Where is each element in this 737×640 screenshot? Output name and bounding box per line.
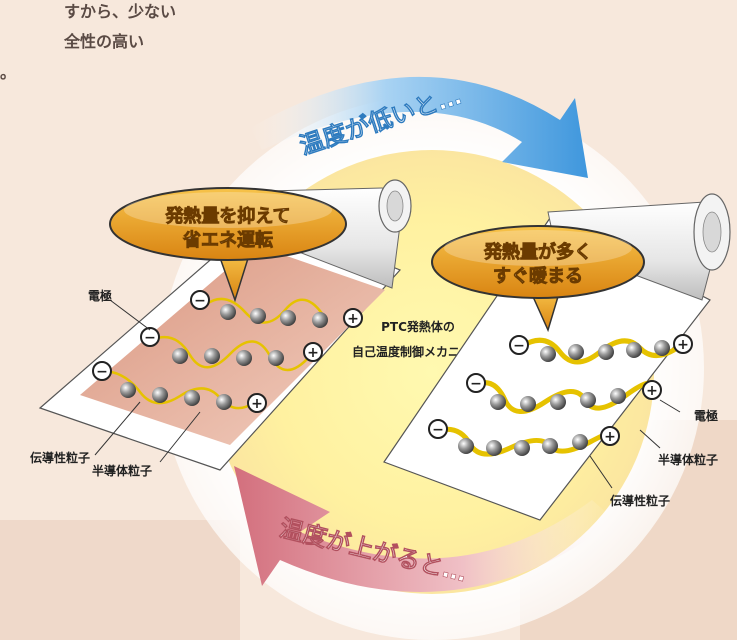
left-callout-electrode: 電極 xyxy=(88,288,112,303)
right-bubble-line1: 発熱量が多く xyxy=(483,241,592,263)
svg-text:+: + xyxy=(251,396,263,412)
left-bubble-line2: 省エネ運転 xyxy=(182,229,273,251)
center-label-line1: PTC発熱体の xyxy=(381,319,455,334)
left-bubble-line1: 発熱量を抑えて xyxy=(164,205,290,227)
svg-text:+: + xyxy=(347,311,359,327)
left-callout-semiconductor: 半導体粒子 xyxy=(92,463,152,478)
left-speech-bubble xyxy=(109,187,347,303)
intro-line-1: すから、少ない xyxy=(64,2,177,21)
left-callout-conductive: 伝導性粒子 xyxy=(30,450,90,465)
svg-text:+: + xyxy=(646,383,658,399)
right-callout-semiconductor: 半導体粒子 xyxy=(658,452,718,467)
svg-text:+: + xyxy=(307,345,319,361)
intro-line-2: 全性の高い xyxy=(64,32,145,51)
warm-arrow xyxy=(234,466,615,592)
svg-text:−: − xyxy=(513,338,525,354)
svg-text:−: − xyxy=(432,422,444,438)
svg-text:−: − xyxy=(96,364,108,380)
right-callout-conductive: 伝導性粒子 xyxy=(610,493,670,508)
right-callout-electrode: 電極 xyxy=(694,408,718,423)
svg-text:−: − xyxy=(144,330,156,346)
svg-text:−: − xyxy=(194,293,206,309)
right-speech-bubble xyxy=(431,225,645,333)
intro-line-3: 。 xyxy=(0,63,17,82)
right-bubble-line2: すぐ暖まる xyxy=(493,265,583,287)
center-label-line2: 自己温度制御メカニズム xyxy=(352,344,484,359)
cool-arrow xyxy=(250,76,588,178)
svg-text:+: + xyxy=(677,337,689,353)
svg-text:−: − xyxy=(470,376,482,392)
svg-text:+: + xyxy=(604,429,616,445)
